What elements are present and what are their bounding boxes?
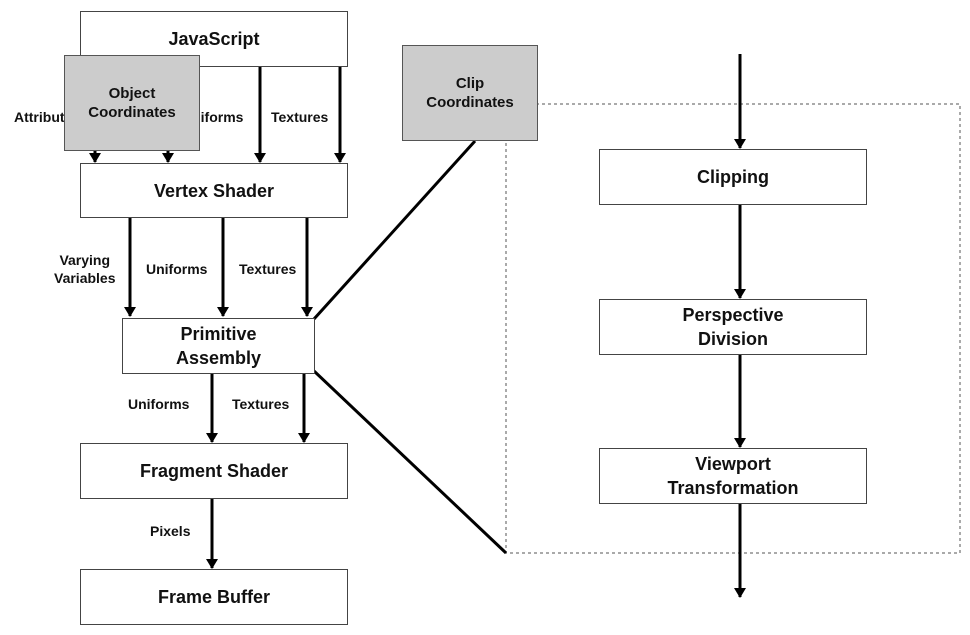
label-pixels: Pixels	[150, 523, 191, 539]
label-uniforms-low: Uniforms	[128, 396, 190, 412]
label-textures-low: Textures	[232, 396, 290, 412]
label-attributes: Attributes	[14, 109, 81, 125]
zoom-line-upper	[312, 139, 477, 321]
node-clipping: Clipping	[599, 149, 867, 205]
label-textures-top: Textures	[271, 109, 329, 125]
label-varying-variables: Varying Variables	[54, 252, 116, 286]
node-viewport-transformation: Viewport Transformation	[599, 448, 867, 504]
node-javascript: JavaScript	[80, 11, 348, 67]
node-fragment-shader: Fragment Shader	[80, 443, 348, 499]
node-clip-coordinates: Clip Coordinates	[402, 45, 538, 141]
node-object-coordinates: Object Coordinates	[64, 55, 200, 151]
zoom-line-lower	[312, 369, 508, 555]
node-vertex-shader: Vertex Shader	[80, 163, 348, 218]
clip-pipeline-frame	[505, 103, 961, 554]
label-uniforms-mid: Uniforms	[146, 261, 208, 277]
node-perspective-division: Perspective Division	[599, 299, 867, 355]
node-primitive-assembly: Primitive Assembly	[122, 318, 315, 374]
label-textures-mid: Textures	[239, 261, 297, 277]
node-frame-buffer: Frame Buffer	[80, 569, 348, 625]
